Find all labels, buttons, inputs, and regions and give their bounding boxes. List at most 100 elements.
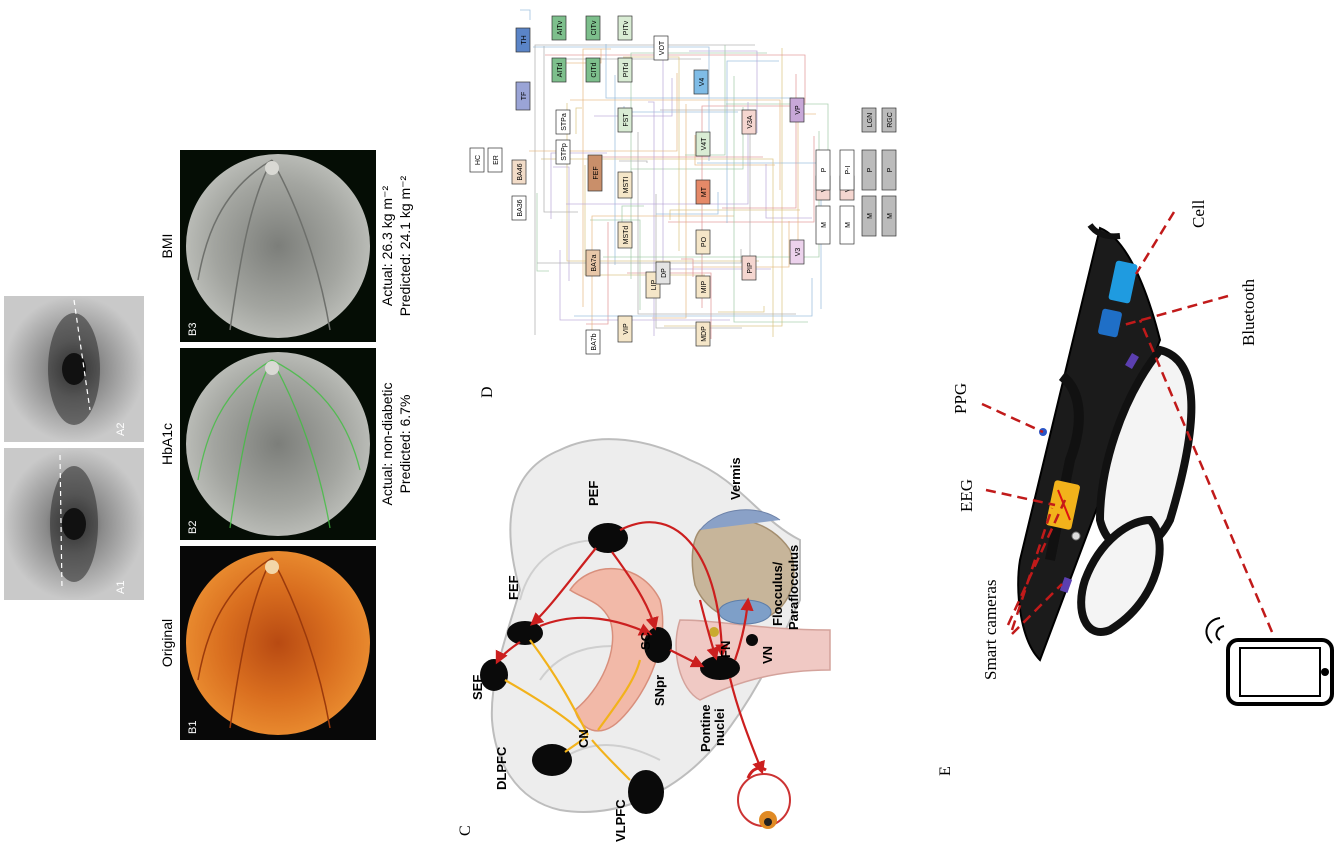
pathway-box <box>861 149 877 191</box>
pathway-box <box>815 149 831 191</box>
hierarchy-connection <box>534 44 755 335</box>
hierarchy-connection <box>697 162 822 309</box>
area-label: PIP <box>747 262 754 274</box>
area-label: MSTI <box>623 177 630 194</box>
area-label: MIP <box>701 280 708 293</box>
pathway-box <box>861 195 877 237</box>
node-sef <box>480 659 508 691</box>
node-pef <box>588 523 628 553</box>
hierarchy-connection <box>652 104 687 319</box>
area-label: MSTd <box>623 226 630 245</box>
smart-glasses <box>1017 223 1196 662</box>
area-label: V3 <box>795 248 802 257</box>
area-box-vp <box>789 97 805 123</box>
b2-title: HbA1c <box>159 423 175 465</box>
hierarchy-connection <box>590 219 641 310</box>
area-label: PITv <box>623 20 630 35</box>
pathway-label: P <box>887 167 894 172</box>
hierarchy-connection <box>603 131 820 258</box>
hierarchy-connection <box>529 73 678 152</box>
area-label: DP <box>661 268 668 278</box>
b3-actual: Actual: 26.3 kg m⁻² <box>379 186 395 307</box>
hierarchy-connection <box>656 192 719 215</box>
area-box-stpp <box>555 139 571 165</box>
label-pontine: Pontine <box>698 704 713 752</box>
label-nuclei: nuclei <box>712 708 727 746</box>
label-pef: PEF <box>586 481 601 506</box>
cell-module <box>1108 260 1138 304</box>
area-box-pitd <box>617 57 633 83</box>
area-box-ba7a <box>585 249 601 277</box>
label-vermis: Vermis <box>728 457 743 500</box>
hierarchy-connection <box>726 60 779 223</box>
retina-b3 <box>186 154 370 338</box>
node-vn <box>746 634 758 646</box>
area-box-v4 <box>693 69 709 95</box>
hierarchy-connection <box>559 250 730 321</box>
panel-e: E <box>937 199 1334 776</box>
area-box-ba7b <box>585 329 601 355</box>
area-label: AITv <box>557 20 564 35</box>
label-sc: SC <box>638 631 653 650</box>
hierarchy-connection <box>765 164 812 219</box>
area-label: FEF <box>593 166 600 179</box>
label-cn: CN <box>576 729 591 748</box>
pathway-box <box>815 205 831 245</box>
hierarchy-connection <box>733 76 808 323</box>
area-label: RGC <box>887 112 894 128</box>
area-box-msti <box>617 171 633 199</box>
area-label: V4T <box>701 137 708 151</box>
area-label: AITd <box>557 63 564 78</box>
panel-d-letter: D <box>479 386 496 398</box>
area-label: PO <box>701 236 708 247</box>
node-pontine <box>700 656 740 680</box>
label-ppg: PPG <box>951 383 970 414</box>
area-label: FST <box>623 113 630 127</box>
label-bluetooth: Bluetooth <box>1239 278 1258 346</box>
area-box-ba46 <box>511 159 527 185</box>
pathway-label: M <box>821 222 828 228</box>
area-label: LGN <box>867 113 874 127</box>
label-fn: FN <box>718 641 733 658</box>
b3-predicted: Predicted: 24.1 kg m⁻² <box>397 175 413 316</box>
hierarchy-connection <box>669 209 800 220</box>
hierarchy-connection <box>718 306 765 313</box>
area-label: BA7b <box>591 333 598 350</box>
brainstem <box>675 619 831 701</box>
area-box-vot <box>653 35 669 61</box>
area-label: PITd <box>623 63 630 78</box>
hierarchy-connection <box>536 193 549 272</box>
label-vlpfc: VLPFC <box>613 799 628 842</box>
node-fef <box>507 621 543 645</box>
hierarchy-connection <box>575 107 582 134</box>
hierarchy-connection <box>570 99 781 190</box>
area-box-citv <box>585 15 601 41</box>
area-box-mip <box>695 275 711 299</box>
area-box-mstd <box>617 221 633 249</box>
area-box-mt <box>695 179 711 205</box>
hierarchy-connection <box>681 258 694 277</box>
area-box-pip <box>741 255 757 281</box>
area-label: V4 <box>699 78 706 87</box>
area-label: BA7a <box>591 254 598 271</box>
panel-a: A2 A1 <box>4 296 144 600</box>
area-box-v3a <box>741 109 757 135</box>
b2-predicted: Predicted: 6.7% <box>397 395 413 494</box>
area-label: TH <box>521 35 528 44</box>
area-label: STPp <box>561 143 568 161</box>
label-paraflocculus: Paraflocculus <box>786 545 801 630</box>
pathway-label: P <box>821 167 828 172</box>
area-label: MT <box>701 186 708 197</box>
area-box-stpa <box>555 109 571 135</box>
hierarchy-connection <box>545 54 806 105</box>
smartphone-icon <box>1205 617 1334 706</box>
area-label: VP <box>795 105 802 115</box>
hierarchy-connection <box>619 160 648 163</box>
hierarchy-connection <box>533 46 710 161</box>
hierarchy-connection <box>726 103 829 162</box>
hierarchy-connection <box>655 194 742 329</box>
area-label: LIP <box>651 279 658 290</box>
b2-actual: Actual: non-diabetic <box>379 383 395 506</box>
area-box-ba36 <box>511 195 527 221</box>
hierarchy-connection <box>623 106 738 113</box>
